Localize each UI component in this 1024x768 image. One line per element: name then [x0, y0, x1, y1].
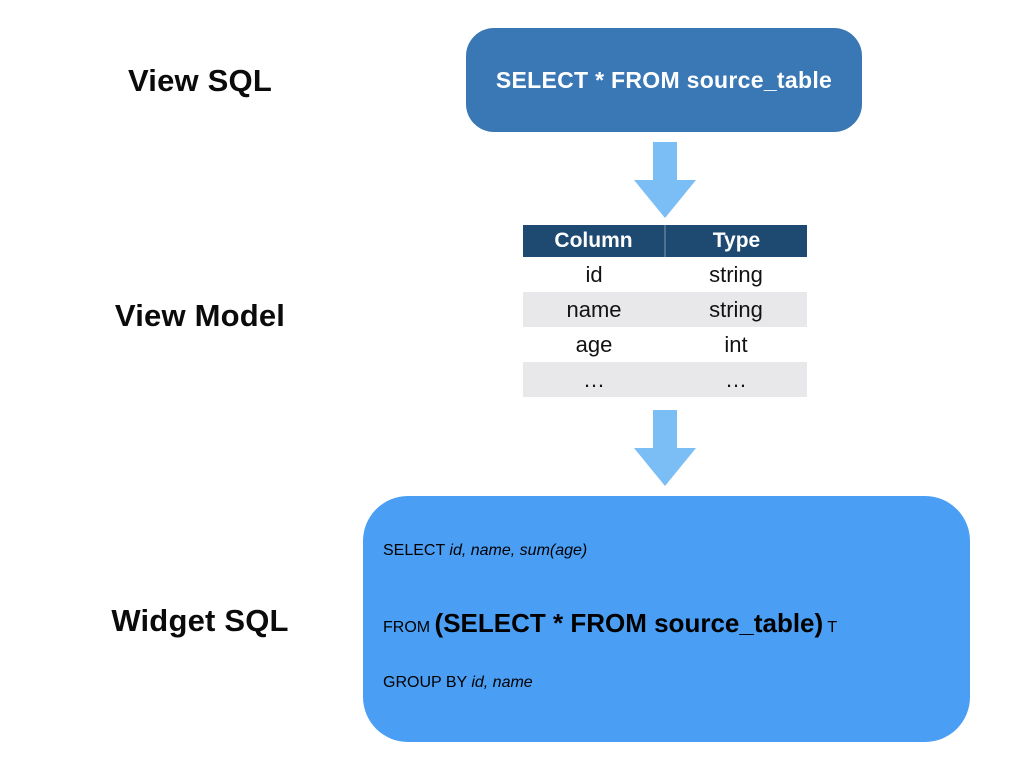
- widget-sql-line-groupby: GROUP BY id, name: [383, 674, 533, 692]
- view-sql-statement: SELECT * FROM source_table: [495, 66, 833, 93]
- widget-sql-box: [363, 496, 970, 742]
- down-arrow-icon: [634, 410, 696, 486]
- table-row: id string: [523, 257, 807, 292]
- view-sql-label: View SQL: [127, 63, 273, 98]
- widget-sql-label: Widget SQL: [111, 603, 289, 638]
- column-cell: age: [575, 331, 613, 357]
- column-cell: id: [585, 261, 603, 287]
- sql-group-columns: id, name: [471, 674, 533, 691]
- down-arrow-shape: [634, 142, 696, 218]
- type-cell: string: [709, 296, 763, 322]
- column-cell: …: [583, 366, 605, 392]
- widget-sql-line-from: FROM (SELECT * FROM source_table) T: [383, 608, 837, 639]
- column-header: Column: [554, 229, 633, 252]
- view-sql-box: SELECT * FROM source_table: [466, 28, 862, 132]
- type-cell: string: [709, 261, 763, 287]
- sql-subquery: (SELECT * FROM source_table): [434, 608, 824, 638]
- sql-columns: id, name, sum(age): [449, 542, 588, 559]
- view-model-label: View Model: [114, 298, 286, 333]
- table-header-row: Column Type: [523, 225, 807, 257]
- down-arrow-shape: [634, 410, 696, 486]
- view-model-table: Column Type id string name string age in…: [523, 225, 807, 397]
- down-arrow-icon: [634, 142, 696, 218]
- sql-keyword: GROUP BY: [383, 674, 472, 691]
- widget-sql-line-select: SELECT id, name, sum(age): [383, 542, 587, 560]
- table-row: age int: [523, 327, 807, 362]
- table-row: name string: [523, 292, 807, 327]
- type-cell: …: [725, 366, 747, 392]
- type-header: Type: [664, 225, 807, 257]
- sql-keyword: FROM: [383, 619, 435, 636]
- type-cell: int: [724, 331, 748, 357]
- sql-alias: T: [823, 619, 838, 636]
- sql-keyword: SELECT: [383, 542, 450, 559]
- table-row: … …: [523, 362, 807, 397]
- column-cell: name: [566, 296, 622, 322]
